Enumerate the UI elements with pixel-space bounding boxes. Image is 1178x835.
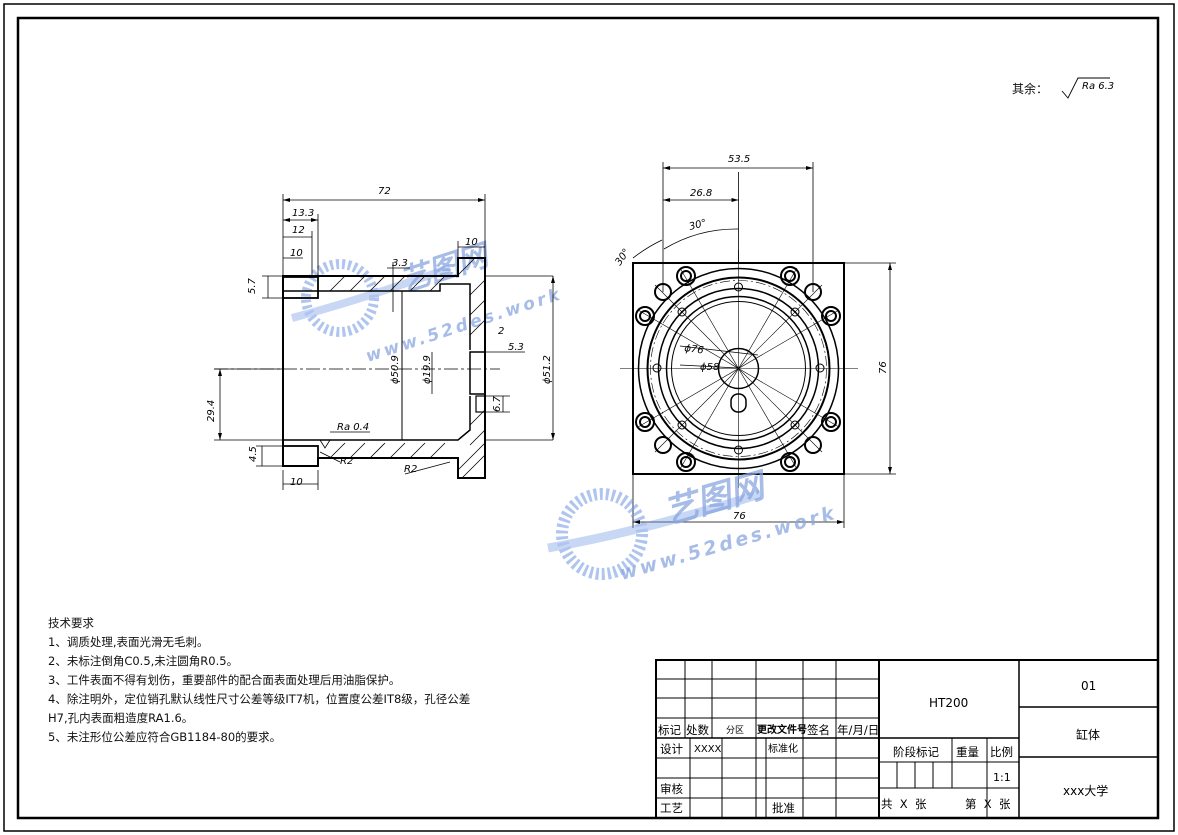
dim-3-3: 3.3	[392, 258, 408, 269]
tech-req-item: 2、未标注倒角C0.5,未注圆角R0.5。	[48, 654, 239, 668]
dim-phi-51-2: ϕ51.2	[542, 355, 553, 384]
header-change-doc: 更改文件号	[757, 723, 807, 736]
dim-10-bottom: 10	[290, 477, 303, 488]
stage-mark-label: 阶段标记	[893, 745, 939, 759]
header-count: 处数	[686, 723, 709, 737]
dim-76-bottom: 76	[733, 511, 746, 522]
dim-13-3: 13.3	[292, 208, 314, 219]
dim-72: 72	[378, 186, 391, 197]
tech-req-item: 1、调质处理,表面光滑无毛刺。	[48, 635, 209, 649]
dim-76-right: 76	[878, 361, 889, 374]
dim-r2-a: R2	[340, 456, 353, 467]
dim-phi-58: ϕ58	[700, 362, 719, 373]
sheet-number: 第 X 张	[965, 797, 1011, 811]
section-view	[214, 194, 555, 490]
dim-53-5: 53.5	[728, 154, 750, 165]
dim-26-8: 26.8	[690, 188, 712, 199]
dim-12: 12	[292, 225, 305, 236]
technical-requirements: 技术要求 1、调质处理,表面光滑无毛刺。 2、未标注倒角C0.5,未注圆角R0.…	[48, 614, 608, 747]
total-sheets: 共 X 张	[881, 797, 927, 811]
watermark-top: 艺图网 www.52des.work	[290, 237, 565, 367]
surface-roughness-symbol	[1061, 77, 1110, 99]
angle-30-a: 30°	[688, 218, 708, 233]
tech-req-item: 5、未注形位公差应符合GB1184-80的要求。	[48, 730, 282, 744]
designer-name: XXXX	[694, 744, 722, 755]
title-block	[655, 659, 1159, 819]
standardize-label: 标准化	[768, 742, 798, 755]
drawing-number: 01	[1081, 679, 1096, 693]
dim-2: 2	[498, 326, 504, 337]
dim-6-7: 6.7	[492, 395, 503, 412]
header-mark: 标记	[658, 723, 681, 737]
tech-req-item: H7,孔内表面粗造度RA1.6。	[48, 711, 194, 725]
header-signature: 签名	[807, 723, 830, 737]
dim-phi-19-9: ϕ19.9	[422, 355, 433, 384]
tech-req-item: 4、除注明外，定位销孔默认线性尺寸公差等级IT7机，位置度公差IT8级，孔径公差	[48, 692, 471, 706]
part-name: 缸体	[1076, 727, 1100, 742]
weight-label: 重量	[956, 745, 979, 759]
dim-10-top: 10	[290, 248, 303, 259]
inner-border	[16, 16, 1160, 820]
tech-req-item: 3、工件表面不得有划伤，重要部件的配合面表面处理后用油脂保护。	[48, 673, 401, 687]
outer-border	[3, 3, 1175, 832]
angle-30-b: 30°	[613, 247, 632, 268]
surface-ra-6-3: Ra 6.3	[1082, 81, 1114, 92]
dim-5-3: 5.3	[508, 342, 524, 353]
review-label: 审核	[660, 782, 683, 796]
header-zone: 分区	[726, 725, 744, 736]
tech-req-title: 技术要求	[48, 616, 94, 630]
dim-10-right: 10	[465, 237, 478, 248]
watermark-bottom: 艺图网 www.52des.work	[547, 465, 839, 585]
scale-label: 比例	[990, 745, 1013, 759]
dim-29-4: 29.4	[206, 400, 217, 422]
design-label: 设计	[660, 742, 683, 756]
material-text: HT200	[929, 696, 968, 710]
title-block-text: HT200 01 缸体 xxx大学 1:1 标记 处数 分区 更改文件号 签名 …	[658, 679, 1108, 815]
watermark-url-top: www.52des.work	[363, 284, 565, 367]
dim-phi-76: ϕ76	[684, 343, 705, 357]
surface-ra-0-4: Ra 0.4	[337, 422, 369, 433]
approve-label: 批准	[772, 801, 795, 815]
dim-4-5: 4.5	[248, 446, 259, 462]
dim-phi-50-9: ϕ50.9	[390, 355, 401, 384]
surface-note-label: 其余：	[1012, 82, 1049, 96]
header-date: 年/月/日	[837, 723, 879, 737]
process-label: 工艺	[660, 801, 683, 815]
front-view	[620, 162, 896, 528]
school-name: xxx大学	[1063, 783, 1108, 798]
scale-value: 1:1	[993, 771, 1011, 784]
dim-r2-b: R2	[404, 464, 417, 475]
dim-5-7: 5.7	[247, 277, 258, 294]
